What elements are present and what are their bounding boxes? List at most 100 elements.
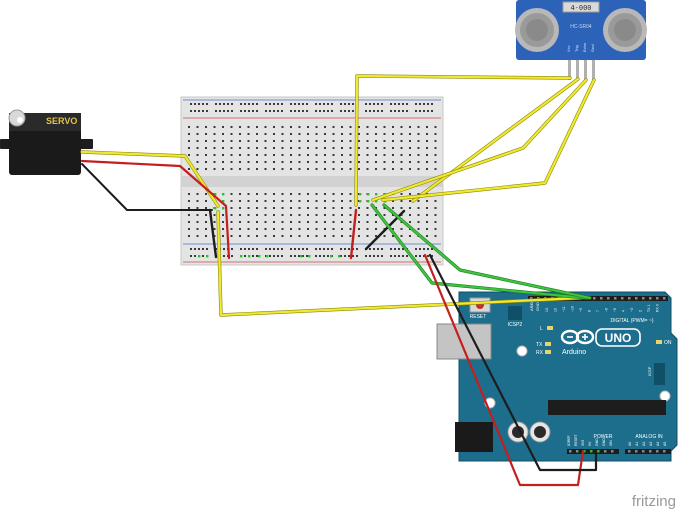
breadboard-hole <box>239 147 241 149</box>
wire-sensor-gnd <box>381 78 596 202</box>
breadboard-hole <box>247 140 250 142</box>
breadboard-hole-active <box>214 193 217 196</box>
breadboard-hole <box>307 133 309 135</box>
breadboard-hole <box>375 168 377 170</box>
breadboard-hole <box>409 154 411 156</box>
sensor-pin-trig-label: Trig <box>574 45 579 52</box>
breadboard-hole <box>302 110 304 112</box>
breadboard-hole <box>240 103 242 105</box>
breadboard-hole <box>213 133 216 135</box>
breadboard-hole <box>290 168 292 170</box>
breadboard-hole <box>365 110 367 112</box>
breadboard-hole <box>244 255 246 257</box>
breadboard-hole <box>383 154 386 156</box>
breadboard-hole <box>256 154 258 156</box>
breadboard-hole <box>375 221 377 223</box>
breadboard-hole <box>315 228 318 230</box>
breadboard-hole <box>273 193 275 195</box>
breadboard-hole <box>331 103 333 105</box>
breadboard-hole <box>392 235 394 237</box>
breadboard-hole <box>365 255 367 257</box>
breadboard-hole <box>198 248 200 250</box>
breadboard-hole <box>264 126 267 128</box>
breadboard-hole <box>341 154 343 156</box>
breadboard-hole <box>392 126 394 128</box>
breadboard-hole <box>252 248 254 250</box>
breadboard-hole <box>298 110 300 112</box>
breadboard-hole <box>419 248 421 250</box>
digital-pin-label: 4 <box>622 310 626 312</box>
breadboard-hole <box>332 228 335 230</box>
breadboard-hole <box>398 103 400 105</box>
breadboard-hole <box>348 110 350 112</box>
header-pin <box>649 450 652 453</box>
breadboard-hole <box>349 140 352 142</box>
breadboard-hole <box>247 147 250 149</box>
header-pin <box>593 297 596 300</box>
breadboard-hole <box>290 228 292 230</box>
breadboard-hole <box>264 161 267 163</box>
breadboard-hole <box>230 154 233 156</box>
breadboard-hole <box>290 147 292 149</box>
breadboard-hole <box>426 147 428 149</box>
header-pin <box>604 450 607 453</box>
breadboard-hole <box>298 154 301 156</box>
breadboard-hole <box>256 161 258 163</box>
breadboard-hole <box>383 235 386 237</box>
header-pin <box>537 297 540 300</box>
breadboard-hole <box>375 154 377 156</box>
breadboard-hole <box>434 214 437 216</box>
breadboard-hole <box>281 168 284 170</box>
breadboard-hole <box>290 248 292 250</box>
breadboard-hole <box>366 126 369 128</box>
breadboard-hole <box>409 221 411 223</box>
breadboard-hole <box>409 161 411 163</box>
header-pin <box>649 297 652 300</box>
breadboard-hole <box>196 126 199 128</box>
breadboard-hole <box>349 235 352 237</box>
breadboard-hole <box>365 103 367 105</box>
breadboard-hole <box>409 147 411 149</box>
breadboard-hole <box>196 221 199 223</box>
breadboard-hole <box>202 103 204 105</box>
breadboard-hole <box>315 103 317 105</box>
breadboard-hole <box>222 140 224 142</box>
fritzing-watermark: fritzing <box>632 493 676 510</box>
uno-logo-text: UNO <box>605 331 632 345</box>
breadboard <box>180 96 444 266</box>
breadboard-hole <box>188 228 190 230</box>
breadboard-hole-active <box>367 193 370 196</box>
breadboard-hole <box>426 154 428 156</box>
wire-gnd <box>428 253 598 472</box>
breadboard-hole <box>390 255 392 257</box>
breadboard-hole <box>332 221 335 223</box>
breadboard-hole <box>290 200 292 202</box>
breadboard-hole <box>269 248 271 250</box>
breadboard-hole <box>340 103 342 105</box>
breadboard-hole <box>315 110 317 112</box>
breadboard-hole <box>273 133 275 135</box>
breadboard-hole <box>205 168 207 170</box>
header-pin <box>635 450 638 453</box>
breadboard-hole <box>366 154 369 156</box>
digital-pin-label: 2 <box>639 310 643 312</box>
breadboard-hole <box>366 168 369 170</box>
breadboard-hole <box>281 133 284 135</box>
breadboard-hole <box>230 214 233 216</box>
digital-label: DIGITAL (PWM= ~) <box>610 318 653 324</box>
atmega-chip <box>548 400 666 415</box>
breadboard-hole <box>332 193 335 195</box>
breadboard-hole <box>244 103 246 105</box>
breadboard-hole <box>256 207 258 209</box>
breadboard-hole <box>341 168 343 170</box>
breadboard-hole <box>375 147 377 149</box>
header-pin <box>663 297 666 300</box>
breadboard-hole <box>383 214 386 216</box>
breadboard-hole <box>369 103 371 105</box>
header-pin <box>530 297 533 300</box>
breadboard-hole <box>341 221 343 223</box>
gnd-label-top: GND <box>535 302 540 311</box>
breadboard-hole <box>213 161 216 163</box>
breadboard-hole <box>375 161 377 163</box>
breadboard-hole <box>332 161 335 163</box>
